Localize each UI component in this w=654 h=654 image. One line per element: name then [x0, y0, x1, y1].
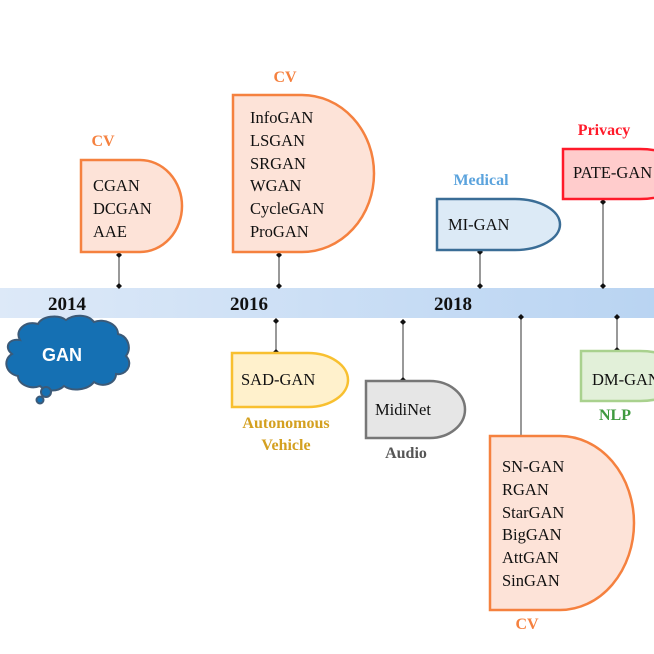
category-label: Audio — [385, 445, 427, 462]
gan-cloud-icon — [5, 314, 131, 405]
model-list: PATE-GAN — [573, 162, 652, 185]
category-label: Autonomous Vehicle — [242, 413, 329, 457]
category-label-line: Vehicle — [261, 437, 311, 454]
category-label: CV — [515, 616, 539, 633]
box-cv-2016 — [231, 93, 376, 254]
model-name: AAE — [93, 221, 127, 241]
category-label: NLP — [599, 407, 631, 424]
model-name: PATE-GAN — [573, 163, 653, 182]
model-name: BigGAN — [502, 525, 562, 545]
model-name: AttGAN — [502, 548, 559, 568]
box-audio — [364, 379, 467, 440]
model-name: SRGAN — [250, 153, 306, 173]
model-name: DM-GAN — [592, 370, 654, 389]
model-list: DM-GAN — [592, 369, 654, 392]
box-medical — [435, 197, 562, 252]
box-cv-2018 — [488, 434, 636, 612]
model-name: SinGAN — [502, 570, 560, 590]
model-list: CGAN DCGAN AAE — [93, 175, 152, 243]
model-list: InfoGAN LSGAN SRGAN WGAN CycleGAN ProGAN — [250, 107, 324, 244]
model-name: CGAN — [93, 176, 140, 195]
model-name: InfoGAN — [250, 108, 314, 127]
gan-origin-label: GAN — [42, 345, 82, 365]
year-2018: 2018 — [434, 294, 472, 315]
model-name: StarGAN — [502, 502, 565, 522]
year-2016: 2016 — [230, 294, 268, 315]
model-name: DCGAN — [93, 198, 152, 218]
model-name: SN-GAN — [502, 457, 565, 476]
model-list: MidiNet — [375, 399, 431, 422]
category-label: CV — [273, 69, 297, 86]
model-name: RGAN — [502, 479, 549, 499]
model-list: SN-GAN RGAN StarGAN BigGAN AttGAN SinGAN — [502, 456, 564, 593]
timeline-bar — [0, 288, 654, 318]
model-name: LSGAN — [250, 130, 306, 150]
category-label: Privacy — [577, 122, 631, 139]
box-privacy — [561, 147, 654, 201]
model-list: MI-GAN — [448, 214, 509, 237]
model-name: MI-GAN — [448, 215, 510, 234]
category-label: CV — [91, 133, 115, 150]
category-label-line: Autonomous — [242, 415, 330, 432]
model-name: ProGAN — [250, 221, 309, 241]
model-name: CycleGAN — [250, 199, 325, 219]
year-2014: 2014 — [48, 294, 86, 315]
box-nlp — [579, 349, 654, 403]
model-name: SAD-GAN — [241, 370, 316, 389]
box-av — [230, 351, 350, 409]
connectors — [118, 199, 618, 436]
model-list: SAD-GAN — [241, 369, 315, 392]
model-name: WGAN — [250, 176, 302, 196]
model-name: MidiNet — [375, 400, 431, 419]
box-cv-2014 — [79, 158, 184, 254]
category-label: Medical — [453, 172, 509, 189]
